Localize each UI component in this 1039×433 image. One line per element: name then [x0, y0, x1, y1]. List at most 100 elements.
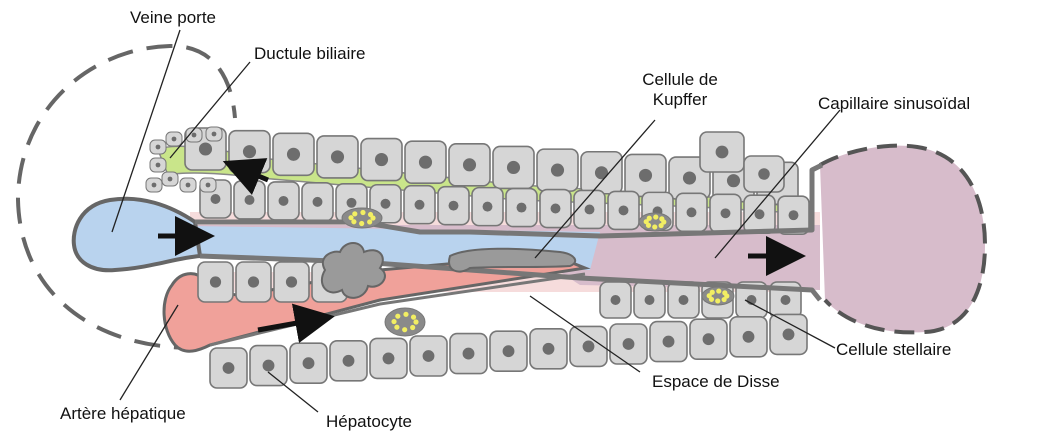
cholangiocyte-nucleus [206, 183, 211, 188]
lipid-droplet [368, 212, 373, 217]
lipid-droplet [710, 290, 715, 295]
hepatocyte-nucleus [585, 205, 595, 215]
hepatocyte-nucleus [449, 201, 459, 211]
hepatocyte-nucleus [381, 199, 391, 209]
label-capillaire-sinusoidal: Capillaire sinusoïdal [818, 94, 970, 114]
hepatocyte-nucleus [781, 295, 791, 305]
hepatocyte-nucleus [313, 197, 323, 207]
hepatocyte-nucleus [463, 348, 475, 360]
hepatocyte-nucleus [223, 362, 235, 374]
hepatocyte-nucleus [199, 142, 212, 155]
lipid-droplet [403, 312, 408, 317]
cholangiocyte-nucleus [156, 145, 161, 150]
hepatocyte-nucleus [783, 328, 795, 340]
hepatocyte-nucleus [375, 153, 388, 166]
leader-artere [120, 305, 178, 400]
hepatocyte-nucleus [789, 210, 799, 220]
lipid-droplet [653, 214, 658, 219]
hepatocyte-nucleus [517, 203, 527, 213]
hepatocyte-nucleus [483, 202, 493, 212]
hepatocyte-nucleus [645, 295, 655, 305]
lipid-droplet [722, 290, 727, 295]
label-cellule-stellaire: Cellule stellaire [836, 340, 951, 360]
hepatocyte-nucleus [703, 333, 715, 345]
cholangiocyte-nucleus [186, 183, 191, 188]
hepatocyte-nucleus [279, 196, 289, 206]
hepatocyte-nucleus [743, 331, 755, 343]
hepatocyte-nucleus [383, 352, 395, 364]
cholangiocyte-nucleus [152, 183, 157, 188]
label-hepatocyte: Hépatocyte [326, 412, 412, 432]
label-espace-disse: Espace de Disse [652, 372, 780, 392]
hepatocyte-nucleus [611, 295, 621, 305]
label-cellule-kupffer: Cellule de Kupffer [625, 70, 735, 110]
hepatocyte-nucleus [679, 295, 689, 305]
label-artere-hepatique: Artère hépatique [60, 404, 186, 424]
hepatocyte-nucleus [551, 164, 564, 177]
hepatocyte-nucleus [343, 355, 355, 367]
cholangiocyte-nucleus [212, 132, 217, 137]
lipid-droplet [413, 319, 418, 324]
lipid-droplet [652, 224, 657, 229]
lipid-droplet [391, 319, 396, 324]
hepatocyte-nucleus [721, 208, 731, 218]
lipid-droplet [411, 315, 416, 320]
label-veine-porte: Veine porte [130, 8, 216, 28]
hepatocyte-nucleus [303, 357, 315, 369]
hepatocyte-nucleus [243, 145, 256, 158]
hepatocyte-nucleus [415, 200, 425, 210]
hepatocyte-nucleus [758, 168, 770, 180]
hepatocyte-nucleus [683, 171, 696, 184]
cholangiocyte-nucleus [168, 177, 173, 182]
lipid-droplet [352, 211, 357, 216]
hepatocyte-nucleus [543, 343, 555, 355]
hepatocyte-nucleus [663, 336, 675, 348]
lipid-droplet [348, 215, 353, 220]
cholangiocyte-nucleus [192, 133, 197, 138]
hepatocyte-nucleus [286, 276, 297, 287]
hepatocyte-nucleus [210, 276, 221, 287]
hepatocyte-nucleus [507, 161, 520, 174]
central-vein [820, 146, 985, 333]
label-ductule-biliaire: Ductule biliaire [254, 44, 366, 64]
hepatocyte-nucleus [583, 340, 595, 352]
lipid-droplet [410, 325, 415, 330]
hepatocyte-nucleus [503, 345, 515, 357]
hepatocyte-nucleus [248, 276, 259, 287]
hepatocyte-nucleus [245, 195, 255, 205]
lipid-droplet [722, 297, 727, 302]
lipid-droplet [659, 223, 664, 228]
lipid-droplet [360, 210, 365, 215]
hepatocyte-nucleus [639, 169, 652, 182]
hepatocyte-nucleus [263, 360, 275, 372]
hepatocyte-nucleus [716, 146, 729, 159]
hepatocyte-nucleus [687, 207, 697, 217]
hepatocyte-nucleus [755, 209, 765, 219]
label-cellule-kupffer-line2: Kupffer [625, 90, 735, 110]
lipid-droplet [367, 219, 372, 224]
hepatocyte-nucleus [331, 150, 344, 163]
label-cellule-kupffer-line1: Cellule de [625, 70, 735, 90]
cholangiocyte-nucleus [172, 137, 177, 142]
lipid-droplet [715, 298, 720, 303]
hepatocyte-nucleus [463, 158, 476, 171]
hepatocyte-nucleus [423, 350, 435, 362]
hepatocyte-nucleus [619, 205, 629, 215]
hepatocyte-nucleus [347, 198, 357, 208]
lipid-droplet [647, 216, 652, 221]
hepatocyte-nucleus [287, 148, 300, 161]
hepatocyte-nucleus [419, 156, 432, 169]
hepatocyte-nucleus [551, 204, 561, 214]
cholangiocyte-nucleus [156, 163, 161, 168]
lipid-droplet [394, 325, 399, 330]
hepatocyte-nucleus [727, 174, 740, 187]
hepatocyte-nucleus [211, 194, 221, 204]
lipid-droplet [659, 216, 664, 221]
lipid-droplet [716, 288, 721, 293]
hepatocyte-nucleus [623, 338, 635, 350]
lipid-droplet [395, 314, 400, 319]
hepatocyte-nucleus [595, 166, 608, 179]
lipid-droplet [359, 221, 364, 226]
lipid-droplet [402, 327, 407, 332]
